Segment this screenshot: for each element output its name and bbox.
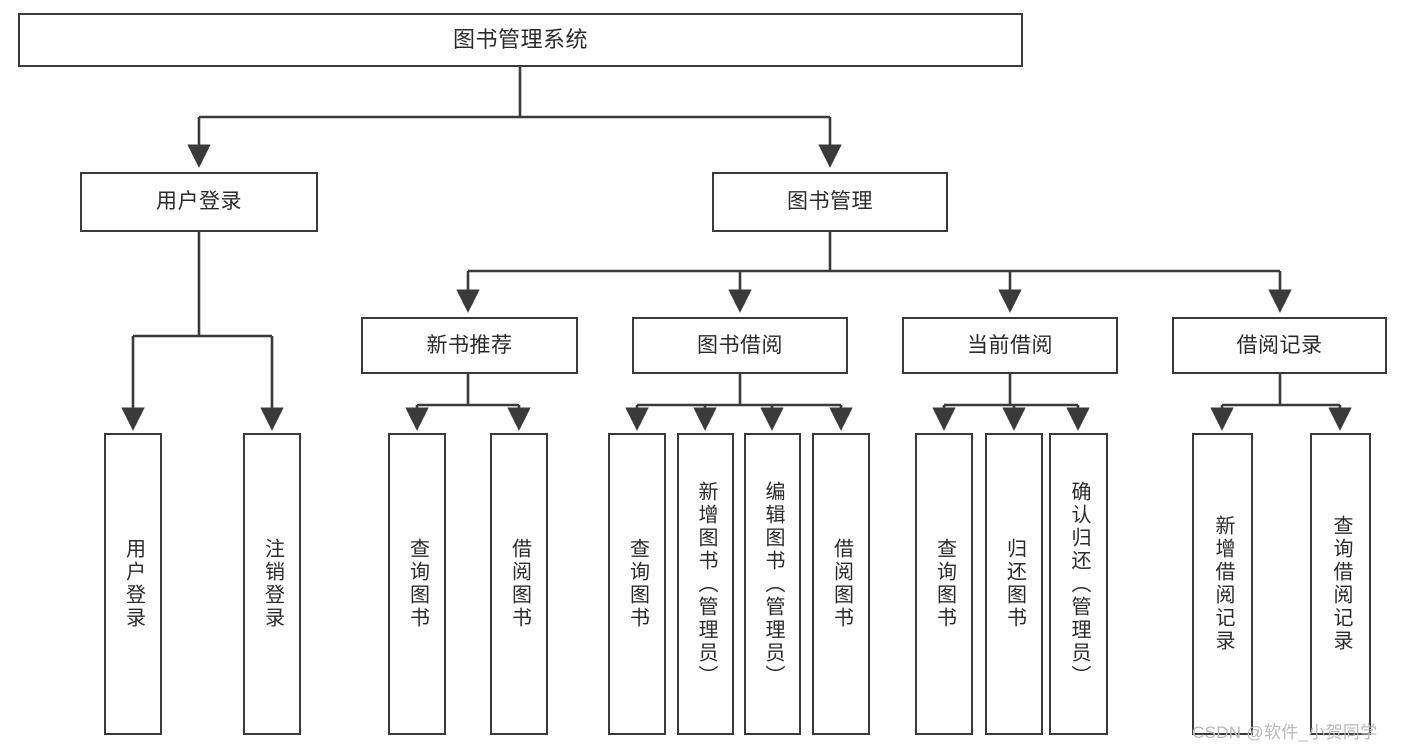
leaf-user-logout[interactable]: 注销登录 xyxy=(243,433,301,735)
node-label: 新增图书（管理员） xyxy=(695,480,717,688)
node-label: 注销登录 xyxy=(261,538,284,630)
leaf-borrow-query-book[interactable]: 查询图书 xyxy=(608,433,666,735)
node-user-login[interactable]: 用户登录 xyxy=(80,172,318,232)
node-root-system[interactable]: 图书管理系统 xyxy=(18,13,1023,67)
leaf-borrow-edit-book-admin[interactable]: 编辑图书（管理员） xyxy=(744,433,801,735)
node-label: 图书管理系统 xyxy=(452,26,588,52)
node-borrow-record[interactable]: 借阅记录 xyxy=(1172,317,1387,374)
node-label: 当前借阅 xyxy=(967,333,1053,357)
node-label: 查询借阅记录 xyxy=(1330,515,1352,653)
node-label: 查询图书 xyxy=(626,538,649,630)
leaf-current-return-book[interactable]: 归还图书 xyxy=(985,433,1043,735)
node-label: 编辑图书（管理员） xyxy=(762,480,784,688)
leaf-recommend-borrow-book[interactable]: 借阅图书 xyxy=(490,433,548,735)
node-label: 确认归还（管理员） xyxy=(1068,480,1090,688)
leaf-current-query-book[interactable]: 查询图书 xyxy=(915,433,973,735)
node-label: 查询图书 xyxy=(406,538,429,630)
csdn-watermark: CSDN @软件_小贺同学 xyxy=(1192,723,1378,742)
node-label: 用户登录 xyxy=(156,190,242,214)
node-label: 借阅记录 xyxy=(1236,333,1323,357)
node-book-management[interactable]: 图书管理 xyxy=(712,172,948,232)
leaf-borrow-borrow-book[interactable]: 借阅图书 xyxy=(812,433,870,735)
leaf-record-add[interactable]: 新增借阅记录 xyxy=(1192,433,1253,735)
node-label: 用户登录 xyxy=(122,538,145,630)
node-label: 归还图书 xyxy=(1003,538,1026,630)
node-label: 查询图书 xyxy=(933,538,956,630)
leaf-record-query[interactable]: 查询借阅记录 xyxy=(1310,433,1371,735)
node-label: 新书推荐 xyxy=(426,333,513,357)
node-book-borrow[interactable]: 图书借阅 xyxy=(632,317,848,374)
node-label: 借阅图书 xyxy=(508,538,531,630)
leaf-user-login[interactable]: 用户登录 xyxy=(104,433,162,735)
node-new-book-recommend[interactable]: 新书推荐 xyxy=(361,317,578,374)
node-label: 借阅图书 xyxy=(830,538,853,630)
leaf-recommend-query-book[interactable]: 查询图书 xyxy=(388,433,446,735)
leaf-current-confirm-return-admin[interactable]: 确认归还（管理员） xyxy=(1049,433,1108,735)
leaf-borrow-add-book-admin[interactable]: 新增图书（管理员） xyxy=(677,433,734,735)
node-label: 新增借阅记录 xyxy=(1212,515,1234,653)
node-label: 图书借阅 xyxy=(697,333,783,357)
node-label: 图书管理 xyxy=(787,190,873,214)
node-current-borrow[interactable]: 当前借阅 xyxy=(902,317,1118,374)
